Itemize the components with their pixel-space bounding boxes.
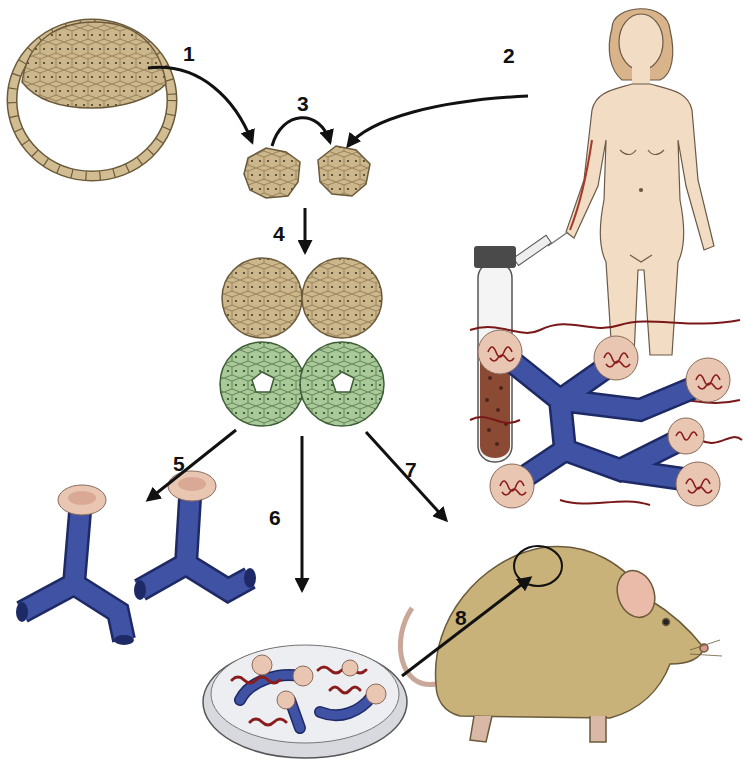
callout-number: 6 xyxy=(266,506,284,529)
petri-dish xyxy=(203,645,407,758)
spheroids xyxy=(220,258,384,426)
process-arrows xyxy=(148,67,530,676)
callout-number: 3 xyxy=(294,92,312,115)
callout-number: 5 xyxy=(170,452,188,475)
ureteric-bud xyxy=(16,471,256,645)
callout-number: 2 xyxy=(500,44,518,67)
callout-number: 1 xyxy=(180,42,198,65)
nephron-tissue xyxy=(470,320,742,508)
woman-figure xyxy=(566,9,714,355)
blastocyst xyxy=(12,22,172,176)
callout-number: 4 xyxy=(270,222,288,245)
callout-number: 7 xyxy=(402,458,420,481)
callout-number: 8 xyxy=(452,606,470,629)
cell-clumps xyxy=(244,146,370,198)
mouse xyxy=(400,546,722,742)
